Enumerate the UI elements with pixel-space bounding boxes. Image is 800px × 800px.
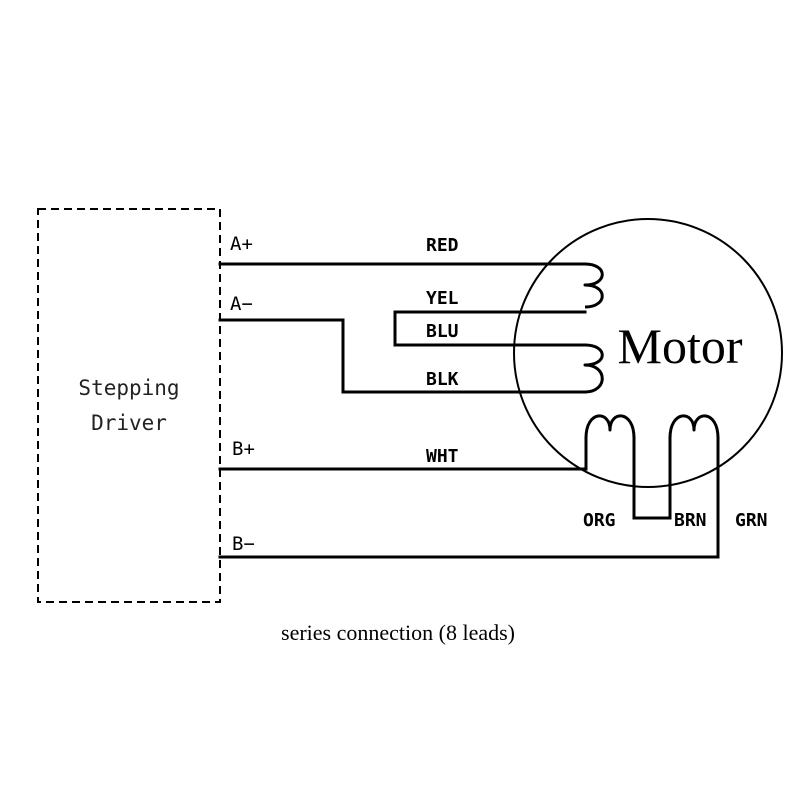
coil-a2 [583, 343, 604, 394]
wire-label-blu: BLU [426, 321, 459, 342]
coil-b1 [584, 414, 636, 439]
wire-label-brn: BRN [674, 510, 707, 531]
coil-b2 [668, 414, 720, 439]
wire-label-yel: YEL [426, 288, 459, 309]
diagram-caption: series connection (8 leads) [281, 620, 515, 645]
terminal-b-plus: B+ [232, 438, 255, 460]
motor-label: Motor [618, 318, 743, 374]
motor-circle [513, 218, 783, 488]
wire-label-wht: WHT [426, 446, 459, 467]
terminal-a-plus: A+ [230, 233, 253, 255]
wire-org-brn-jumper [632, 436, 672, 520]
wire-label-blk: BLK [426, 369, 459, 390]
wire-wht [218, 436, 588, 471]
wire-blk [218, 318, 587, 394]
wire-label-org: ORG [583, 510, 616, 531]
stepping-driver-box [37, 208, 221, 603]
driver-label-line1: Stepping [78, 376, 179, 400]
terminal-a-minus: A− [230, 293, 253, 315]
wire-grn [218, 436, 720, 559]
driver-label-line2: Driver [91, 411, 167, 435]
wire-yel-blu-jumper [393, 310, 587, 347]
coil-a1 [583, 262, 604, 309]
wire-label-red: RED [426, 235, 459, 256]
wire-label-grn: GRN [735, 510, 768, 531]
terminal-b-minus: B− [232, 533, 255, 555]
